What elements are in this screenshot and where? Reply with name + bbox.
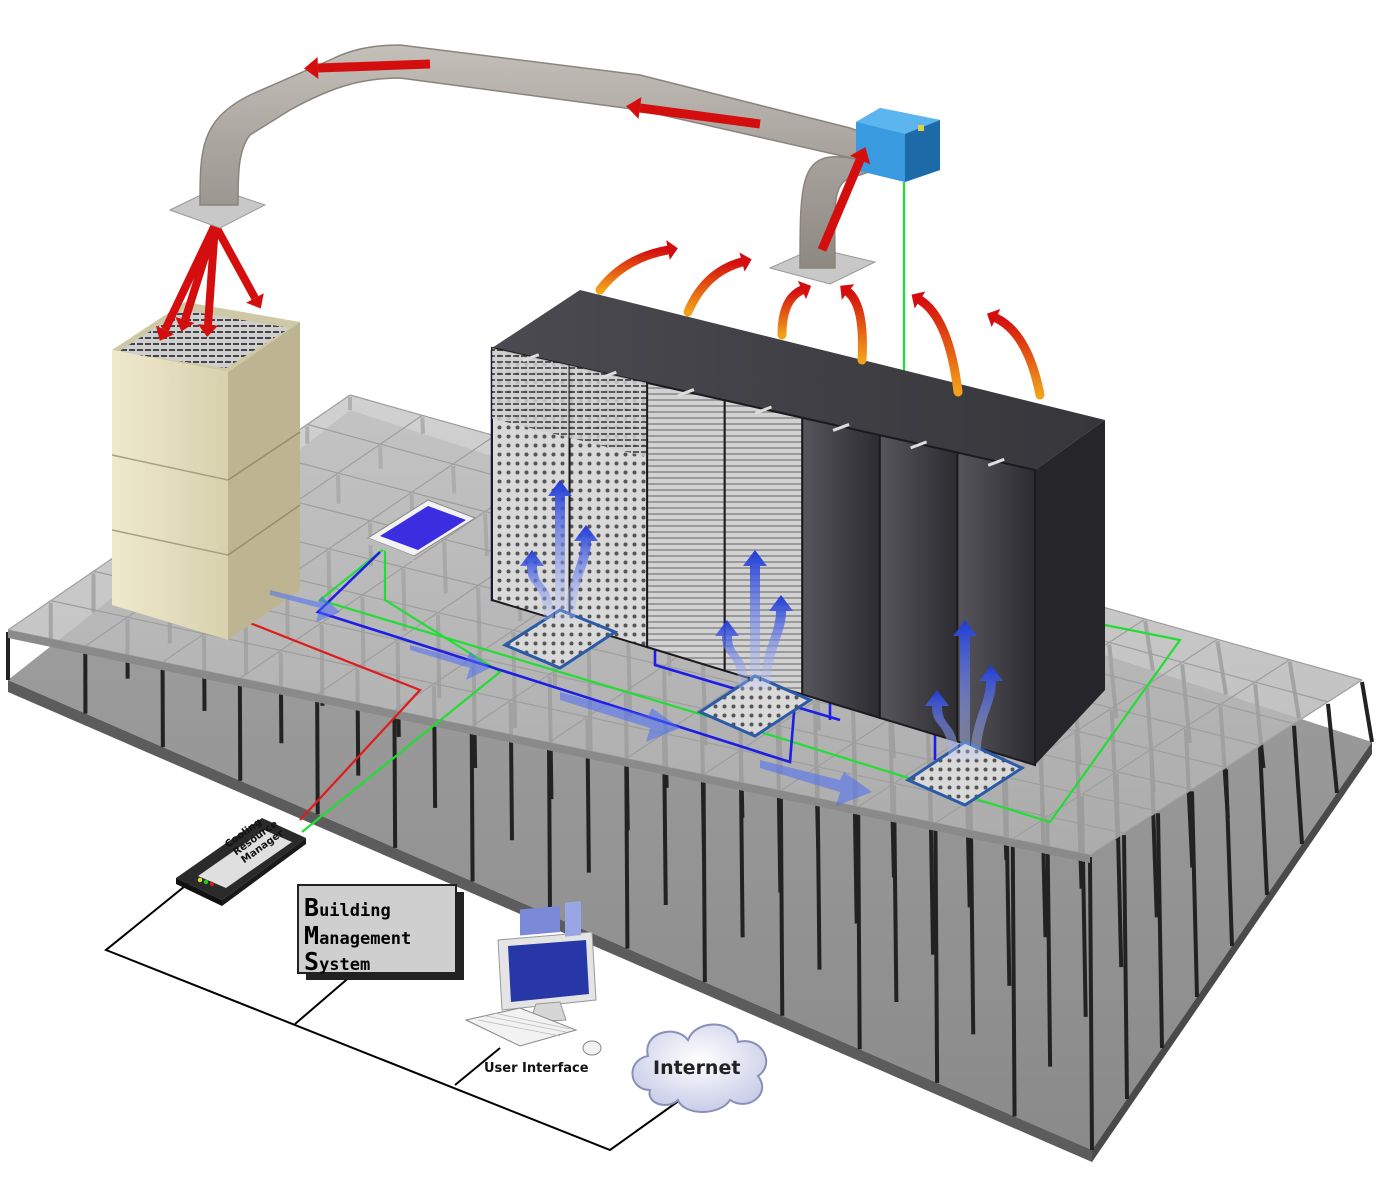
hot-air-arrowhead (911, 291, 926, 309)
hot-air-arrowhead (739, 252, 752, 272)
duct-flow-arrow (317, 59, 431, 73)
rack-handle (754, 405, 773, 415)
duct-flow-arrow (817, 158, 865, 252)
internet-cloud: Internet (631, 1023, 768, 1113)
network-lines (104, 881, 681, 1152)
hot-air-arrow (843, 287, 867, 365)
rack-vent-grill (569, 365, 648, 457)
cold-air-arrow (760, 595, 793, 690)
rack-handle (599, 370, 617, 380)
cold-air-arrow (743, 550, 767, 690)
hot-air-arrowhead (797, 280, 812, 300)
rack-handle (677, 388, 695, 397)
cold-air-arrow (565, 525, 598, 620)
return-duct (168, 44, 940, 285)
cold-air-arrow (715, 620, 749, 690)
mouse (582, 1040, 602, 1056)
hot-air-arrowhead (840, 284, 855, 300)
hot-air-arrow (777, 285, 807, 340)
cold-air-arrow (953, 620, 977, 760)
rack-handle (522, 353, 540, 363)
server-rack-cabinet (878, 433, 959, 743)
duct-hot-air-flow (304, 57, 871, 252)
sensor-module (366, 499, 477, 562)
duct-body (199, 44, 883, 269)
server-rack-row (491, 290, 1105, 767)
hot-air-exhaust (155, 223, 1045, 400)
crac-unit (111, 302, 301, 640)
perforated-tile-1 (501, 608, 619, 670)
rack-handle (832, 423, 850, 432)
server-rack-cabinet (723, 399, 804, 696)
cold-air-arrow (548, 480, 572, 620)
cold-air-flow (520, 480, 1003, 760)
rack-handle (910, 440, 928, 450)
server-rack-cabinet (646, 381, 726, 673)
perforated-tile-2 (696, 674, 814, 738)
bms-line-2: Management (304, 921, 411, 950)
perforated-tile-3 (904, 740, 1026, 807)
user-interface-computer: User Interface (464, 901, 602, 1076)
internet-label: Internet (653, 1057, 740, 1079)
hot-air-arrow (915, 295, 963, 397)
power-cable (221, 610, 422, 821)
rack-side (1035, 420, 1105, 765)
hot-air-arrow (595, 245, 673, 295)
rack-handle (987, 457, 1005, 467)
cooling-resource-manager: Cooling Resource Manager (176, 817, 306, 906)
rack-vent-grill (492, 348, 570, 438)
underfloor-cold-air (270, 590, 872, 806)
hot-air-arrow (683, 257, 747, 317)
cold-air-arrow (520, 550, 554, 620)
user-interface-label: User Interface (484, 1061, 589, 1076)
hot-air-arrow (991, 313, 1045, 400)
building-management-system-box: Building Management System (297, 884, 464, 980)
server-rack-cabinet (801, 416, 881, 720)
cloud-icon (631, 1023, 768, 1113)
cold-air-arrow (925, 690, 959, 760)
hot-air-arrowhead (666, 240, 678, 260)
duct-flow-arrow (639, 103, 761, 129)
return-air-arrow (181, 223, 219, 322)
perforated-tiles (501, 608, 1026, 807)
bms-line-3: System (304, 947, 370, 976)
hot-air-arrowhead (986, 308, 1001, 328)
rack-top (492, 290, 1105, 470)
return-air-arrow (211, 223, 259, 300)
cold-air-arrow (970, 665, 1003, 760)
bms-line-1: Building (304, 893, 391, 922)
server-rack-cabinet (956, 451, 1036, 767)
